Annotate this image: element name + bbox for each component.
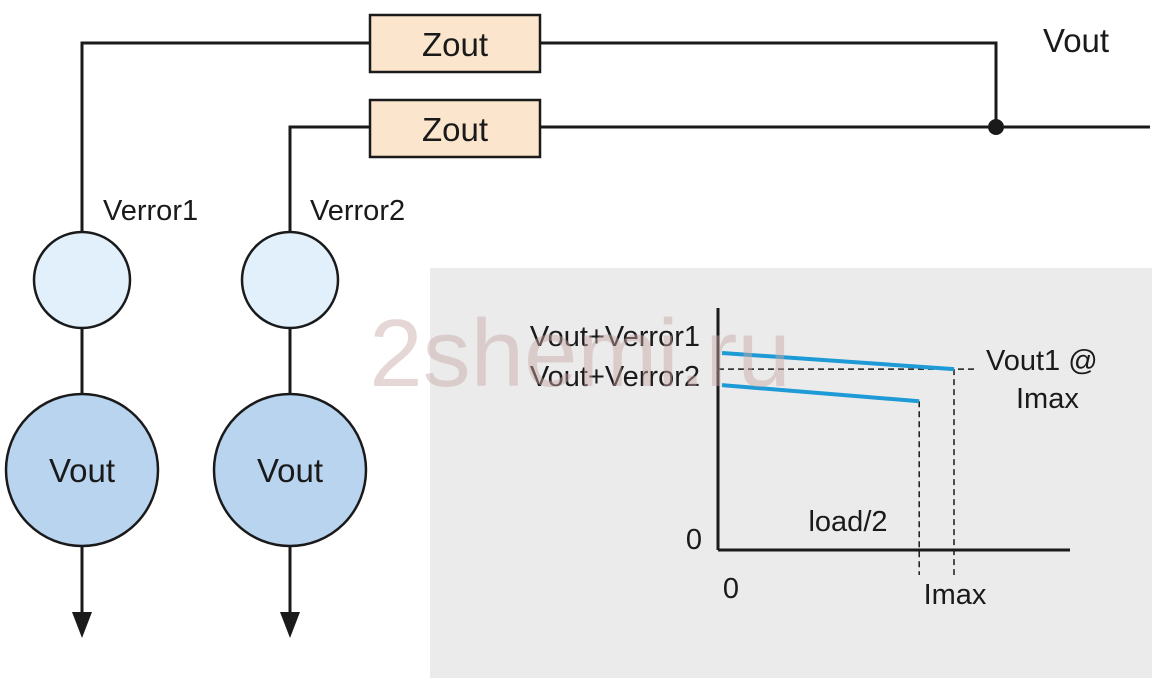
series-line-verror1 (721, 351, 955, 372)
voltage-source-label: Vout (49, 452, 115, 489)
annotation-imax: Imax (1016, 383, 1079, 415)
y-label-vout-verror1: Vout+Verror1 (530, 321, 700, 353)
error-source-2: Verror2 (240, 195, 405, 330)
arrow-down-icon (72, 612, 92, 638)
series-line-verror2 (721, 383, 920, 404)
voltage-source-2: Vout (212, 392, 368, 548)
chart-panel (430, 268, 1152, 678)
wires (80, 41, 1150, 616)
y-label-zero: 0 (686, 524, 702, 556)
output-vout-label: Vout (1043, 22, 1109, 59)
y-label-vout-verror2: Vout+Verror2 (530, 361, 700, 393)
junction-dot (988, 119, 1004, 135)
arrow-down-icon (280, 612, 300, 638)
x-label-zero: 0 (723, 573, 739, 605)
watermark: 2shemi.ru (369, 300, 791, 407)
voltage-source-label: Vout (257, 452, 323, 489)
wire-branch-1-out (540, 41, 998, 127)
error-source-label: Verror1 (103, 195, 198, 227)
annotation-vout1-at: Vout1 @ (986, 345, 1098, 377)
wire-branch-2 (288, 125, 370, 232)
resistor-zout-1: Zout (368, 13, 542, 74)
load-share-chart: Vout+Verror1 Vout+Verror2 0 0 Imax load/… (530, 308, 1098, 611)
resistor-label: Zout (422, 26, 488, 63)
wire-branch-1 (80, 41, 370, 232)
error-source-1: Verror1 (32, 195, 198, 330)
resistor-label: Zout (422, 111, 488, 148)
annotation-load-half: load/2 (808, 506, 887, 538)
error-source-label: Verror2 (310, 195, 405, 227)
voltage-source-1: Vout (4, 392, 160, 548)
x-label-imax: Imax (924, 579, 987, 611)
resistor-zout-2: Zout (368, 98, 542, 159)
